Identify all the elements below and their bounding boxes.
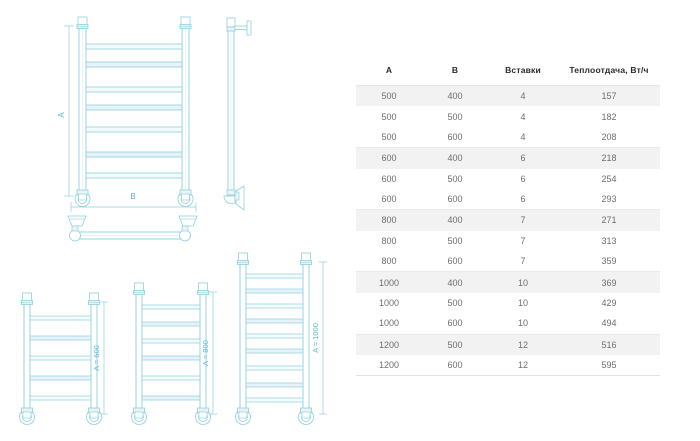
cell-b: 600: [422, 354, 488, 377]
main-front-view: A: [57, 16, 194, 207]
cell-b: 400: [422, 271, 488, 293]
cell-inserts: 7: [488, 230, 558, 251]
dimension-label-a: A: [57, 112, 66, 118]
cell-heat-output: 369: [558, 271, 660, 293]
spec-table-header-row: A B Вставки Теплоотдача, Вт/ч: [356, 56, 660, 86]
cell-a: 600: [356, 188, 422, 211]
cell-inserts: 10: [488, 313, 558, 335]
cell-a: 1000: [356, 271, 422, 293]
cell-a: 500: [356, 85, 422, 107]
variant-label-a1000: A = 1000: [311, 323, 320, 353]
cell-heat-output: 359: [558, 251, 660, 273]
cell-inserts: 12: [488, 334, 558, 355]
column-header-heat-output: Теплоотдача, Вт/ч: [558, 56, 660, 86]
cell-a: 1200: [356, 354, 422, 377]
right-post: [177, 16, 194, 207]
cell-b: 600: [422, 313, 488, 335]
cell-inserts: 6: [488, 147, 558, 169]
cell-inserts: 7: [488, 209, 558, 231]
column-header-a: A: [356, 56, 422, 86]
cell-b: 600: [422, 188, 488, 211]
cell-a: 600: [356, 147, 422, 169]
variant-label-a800: A = 800: [201, 340, 210, 366]
variant-a800: A = 800: [131, 282, 217, 425]
cell-heat-output: 595: [558, 354, 660, 377]
cell-b: 600: [422, 251, 488, 273]
dimension-label-b: B: [130, 192, 135, 201]
cell-inserts: 6: [488, 168, 558, 189]
cell-a: 1000: [356, 292, 422, 314]
cell-inserts: 4: [488, 106, 558, 127]
cell-heat-output: 254: [558, 168, 660, 189]
cell-b: 500: [422, 230, 488, 251]
cell-a: 800: [356, 251, 422, 273]
cell-heat-output: 516: [558, 334, 660, 355]
cell-inserts: 4: [488, 85, 558, 107]
cell-b: 600: [422, 126, 488, 149]
cell-a: 800: [356, 209, 422, 231]
cell-b: 500: [422, 292, 488, 314]
cell-heat-output: 208: [558, 126, 660, 149]
left-post: [74, 16, 91, 207]
variant-a1000: A = 1000: [235, 252, 327, 425]
rungs: [85, 43, 183, 179]
column-header-b: B: [422, 56, 488, 86]
cell-b: 400: [422, 209, 488, 231]
cell-a: 600: [356, 168, 422, 189]
cell-b: 400: [422, 147, 488, 169]
spec-table-head: A B Вставки Теплоотдача, Вт/ч: [356, 56, 660, 86]
cell-heat-output: 313: [558, 230, 660, 251]
variant-a600: A = 600: [19, 292, 108, 425]
cell-heat-output: 429: [558, 292, 660, 314]
cell-heat-output: 494: [558, 313, 660, 335]
column-header-inserts: Вставки: [488, 56, 558, 86]
variant-label-a600: A = 600: [92, 345, 101, 371]
side-view: [223, 17, 252, 211]
cell-b: 500: [422, 334, 488, 355]
cell-a: 1000: [356, 313, 422, 335]
cell-inserts: 6: [488, 188, 558, 211]
cell-b: 400: [422, 85, 488, 107]
technical-drawing: A: [19, 16, 327, 425]
cell-heat-output: 182: [558, 106, 660, 127]
cell-a: 500: [356, 126, 422, 149]
cell-inserts: 12: [488, 354, 558, 377]
cell-inserts: 10: [488, 292, 558, 314]
cell-inserts: 7: [488, 251, 558, 273]
cell-heat-output: 157: [558, 85, 660, 107]
plan-view: B: [67, 192, 198, 242]
cell-a: 800: [356, 230, 422, 251]
cell-heat-output: 218: [558, 147, 660, 169]
cell-inserts: 4: [488, 126, 558, 149]
cell-inserts: 10: [488, 271, 558, 293]
cell-b: 500: [422, 106, 488, 127]
cell-heat-output: 271: [558, 209, 660, 231]
cell-heat-output: 293: [558, 188, 660, 211]
dimension-a-main: A: [57, 25, 74, 197]
cell-a: 1200: [356, 334, 422, 355]
cell-a: 500: [356, 106, 422, 127]
cell-b: 500: [422, 168, 488, 189]
